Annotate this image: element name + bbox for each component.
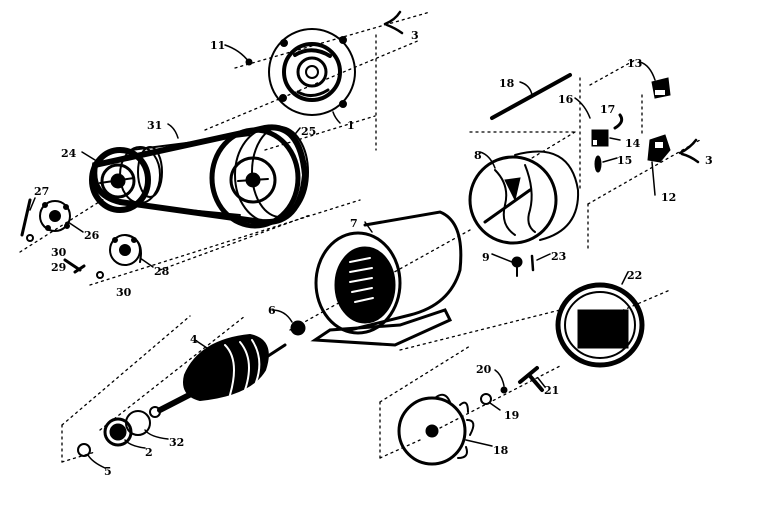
callout-13: 13 (627, 57, 643, 70)
hub-part-26 (39, 200, 71, 232)
callout-4: 4 (190, 333, 198, 346)
callout-16: 16 (558, 93, 574, 106)
callout-27: 27 (34, 185, 50, 198)
small-pulley-part-24 (89, 146, 163, 213)
callout-24: 24 (61, 147, 77, 160)
spring-part-15 (594, 155, 602, 173)
motor-frame-part-7 (310, 210, 463, 347)
washer-part-30a (26, 234, 34, 242)
clip-part-17 (613, 113, 624, 130)
callout-31: 31 (147, 119, 163, 132)
callout-11: 11 (210, 39, 226, 52)
washer-part-19 (480, 393, 492, 405)
screw-part-29 (63, 258, 86, 274)
callout-17: 17 (600, 103, 616, 116)
callout-30: 30 (116, 286, 132, 299)
bearing-part-6 (271, 309, 306, 336)
callout-32: 32 (169, 436, 185, 449)
washer-part-30b (96, 271, 104, 279)
callout-9: 9 (482, 251, 490, 264)
bearing-part-2 (103, 417, 133, 447)
bolt-part-21 (518, 366, 544, 392)
callout-20: 20 (476, 363, 492, 376)
callout-18: 18 (499, 77, 515, 90)
callout-12: 12 (661, 191, 677, 204)
screw-part-20 (500, 386, 508, 394)
callout-25: 25 (301, 125, 317, 138)
screw-part-9 (511, 256, 523, 277)
callout-18: 18 (493, 444, 509, 457)
hub-part-28 (109, 234, 142, 266)
callout-8: 8 (474, 149, 482, 162)
callout-3: 3 (411, 29, 419, 42)
end-bell-part-1 (268, 28, 356, 116)
clip-part-3a (383, 10, 404, 35)
callout-14: 14 (625, 137, 641, 150)
callout-1: 1 (347, 119, 355, 132)
callout-19: 19 (504, 409, 520, 422)
callout-28: 28 (154, 265, 170, 278)
callout-30: 30 (51, 246, 67, 259)
large-pulley-part-25 (209, 126, 309, 229)
callout-26: 26 (84, 229, 100, 242)
leader-lines (29, 61, 656, 469)
callout-15: 15 (617, 154, 633, 167)
callout-29: 29 (51, 261, 67, 274)
pin-part-27 (20, 198, 32, 237)
washer-part-5 (77, 443, 91, 457)
callout-6: 6 (268, 304, 276, 317)
end-bell-part-8 (468, 150, 580, 245)
callout-2: 2 (145, 446, 153, 459)
callout-23: 23 (551, 250, 567, 263)
fan-part-18 (397, 393, 475, 466)
callout-21: 21 (544, 384, 560, 397)
clip-part-23 (530, 254, 535, 272)
cover-part-13 (651, 77, 671, 99)
callout-5: 5 (104, 465, 112, 478)
end-cover-part-22 (555, 282, 645, 368)
callout-22: 22 (627, 269, 643, 282)
rod-part-18 (490, 73, 572, 120)
switch-part-12 (647, 134, 671, 163)
switch-part-14 (591, 129, 609, 147)
assembly-guide-lines (19, 11, 701, 463)
callout-3: 3 (705, 154, 713, 167)
rotor-part-4 (149, 333, 287, 418)
callout-7: 7 (350, 217, 358, 230)
clip-part-3b (678, 138, 700, 164)
